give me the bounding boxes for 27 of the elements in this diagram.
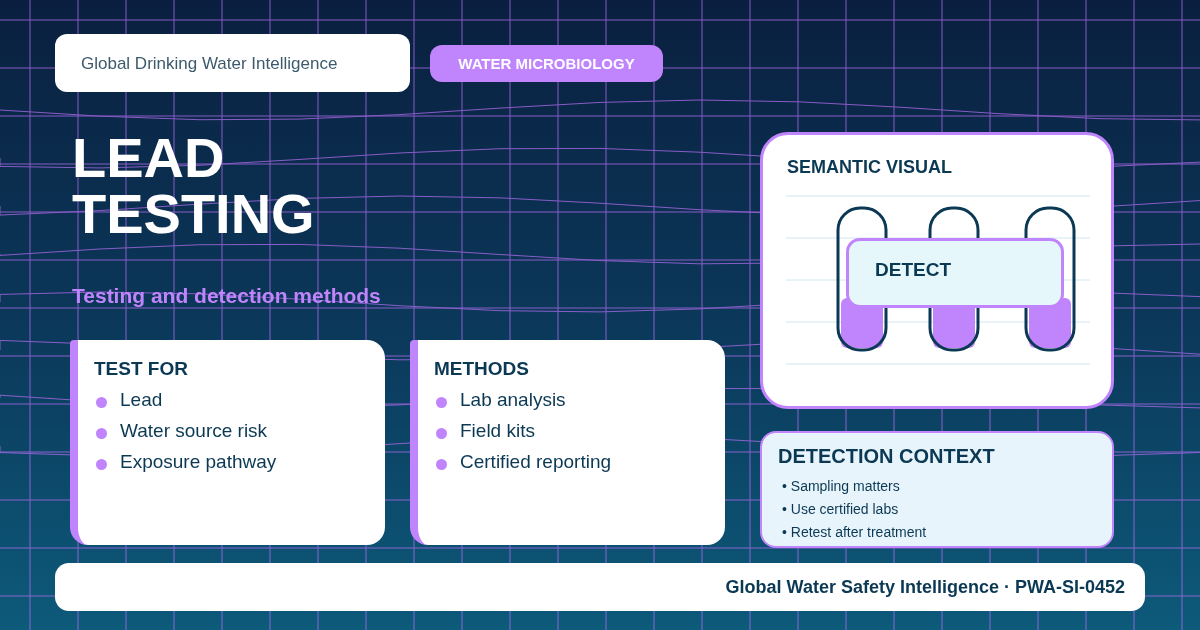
footer-text: Global Water Safety Intelligence · PWA-SI-0452	[725, 577, 1125, 598]
info-card	[70, 340, 385, 545]
category-pill	[430, 45, 663, 82]
card-heading: TEST FOR	[94, 358, 188, 380]
tagline: Global Drinking Water Intelligence	[81, 54, 338, 74]
list-item: Lead	[120, 389, 163, 411]
footer-bar	[55, 563, 1145, 611]
detect-box	[846, 238, 1064, 308]
visual-card	[760, 132, 1114, 409]
card-heading: DETECTION CONTEXT	[778, 445, 995, 468]
list-item: • Use certified labs	[782, 501, 899, 517]
category-label: WATER MICROBIOLOGY	[457, 54, 636, 74]
list-item: Field kits	[460, 420, 535, 442]
context-card	[760, 431, 1114, 548]
list-item: Certified reporting	[460, 451, 612, 473]
header-card	[55, 34, 410, 92]
detect-label: DETECT	[875, 259, 951, 281]
list-item: Exposure pathway	[120, 451, 277, 473]
list-item: • Sampling matters	[782, 478, 900, 494]
list-item: Lab analysis	[460, 389, 566, 411]
card-heading: METHODS	[434, 358, 529, 380]
card-heading: SEMANTIC VISUAL	[787, 157, 952, 178]
list-item: • Retest after treatment	[782, 524, 927, 540]
list-item: Water source risk	[120, 420, 268, 442]
page-title: LEAD TESTING	[72, 130, 316, 242]
subtitle: Testing and detection methods	[72, 284, 381, 308]
info-card	[410, 340, 725, 545]
